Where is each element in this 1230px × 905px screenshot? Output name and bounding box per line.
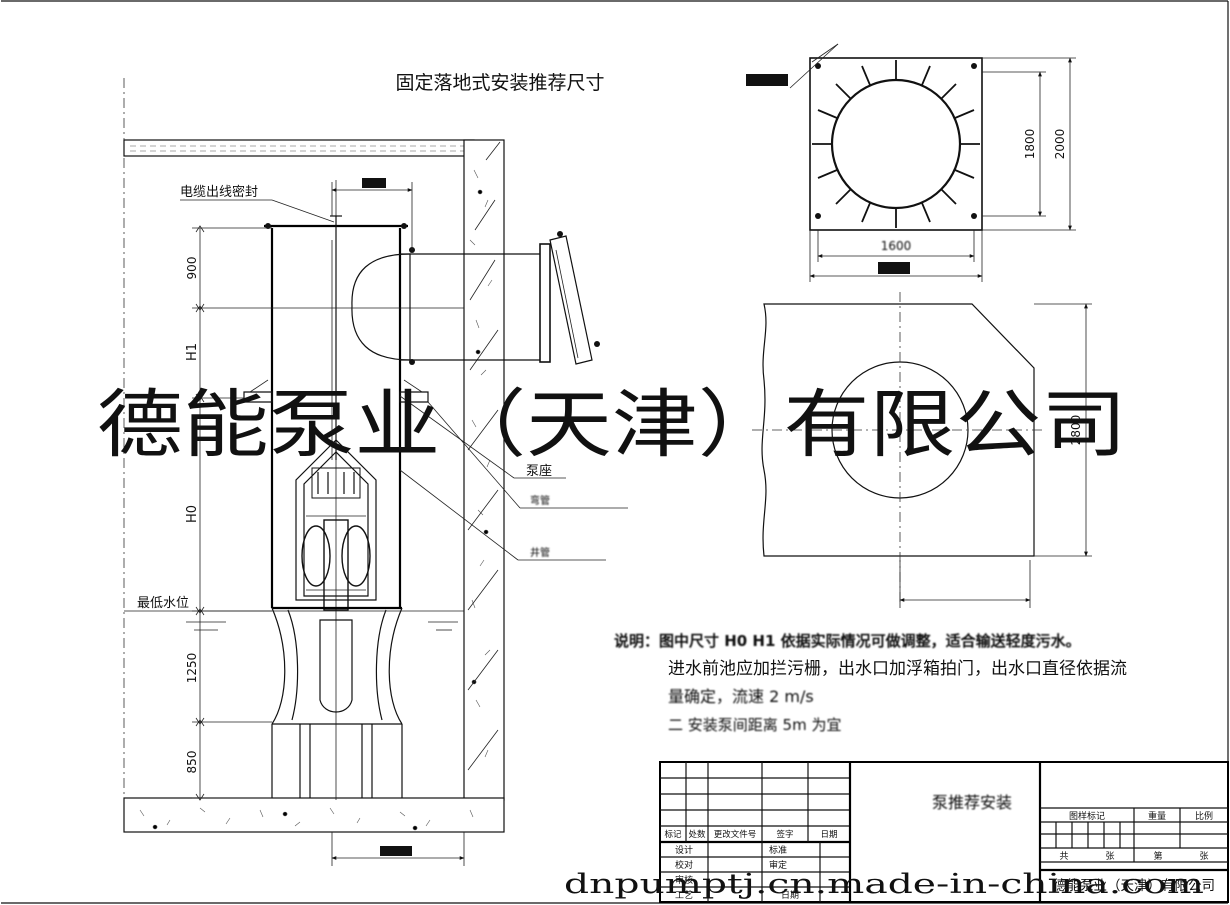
role-process: 审核 (675, 874, 693, 886)
pump-body (295, 439, 377, 611)
company-name: 德能泵业（天津）有限公司 (1053, 878, 1215, 894)
role-design: 设计 (675, 844, 693, 856)
redacted-dim-bottom (380, 846, 412, 856)
title-block: 标记 处数 更改文件号 签字 日期 设计 标准 校对 审定 审核 日期 工艺 泵… (659, 761, 1229, 903)
rev-date: 日期 (820, 830, 837, 840)
redacted-dim-top (362, 178, 386, 188)
notes: 说明：图中尺寸 H0 H1 依据实际情况可做调整，适合输送轻度污水。 进水前池应… (614, 632, 1127, 734)
note-line-1: 说明：图中尺寸 H0 H1 依据实际情况可做调整，适合输送轻度污水。 (614, 632, 1081, 650)
note-line-4: 二 安装泵间距离 5m 为宜 (668, 716, 841, 734)
min-water-label: 最低水位 (137, 596, 189, 611)
pump-base-label: 泵座 (526, 464, 552, 479)
redacted-plan-label (746, 74, 788, 86)
drawing-title: 固定落地式安装推荐尺寸 (395, 72, 604, 94)
note-line-3: 量确定，流速 2 m/s (668, 687, 814, 706)
role-date: 日期 (781, 890, 799, 901)
guide-pipe-label: 井管 (530, 546, 550, 559)
dim-h1: H1 (185, 343, 200, 361)
dim-2800: 2800 (1069, 415, 1083, 446)
watermark: 德能泵业（天津）有限公司 dnpumptj.cn.made-in-china.c… (97, 382, 1204, 900)
rev-count: 处数 (688, 829, 706, 840)
top-plan-view: 1800 2000 1600 (746, 43, 1076, 282)
dim-h0: H0 (185, 505, 200, 523)
sheet-no-label: 第 (1153, 850, 1162, 862)
total-unit: 张 (1105, 851, 1114, 862)
role-check: 校对 (675, 859, 693, 871)
stage-mark-label: 图样标记 (1069, 810, 1105, 822)
rev-doc: 更改文件号 (714, 829, 757, 840)
scale-label: 比例 (1195, 810, 1213, 822)
dim-1800: 1800 (1023, 129, 1037, 160)
total-label: 共 (1059, 851, 1068, 862)
sheet-no-unit: 张 (1199, 851, 1208, 862)
rev-sign: 签字 (776, 829, 793, 840)
dim-1250: 1250 (185, 653, 199, 684)
note-line-2: 进水前池应加拦污栅，出水口加浮箱拍门，出水口直径依据流 (668, 659, 1127, 679)
watermark-company: 德能泵业（天津）有限公司 (97, 382, 1127, 468)
elevation-view: 最低水位 900 H1 H0 1250 850 电缆出线密封 泵座 (123, 78, 628, 866)
cable-seal-label: 电缆出线密封 (180, 184, 258, 200)
drawing-name: 泵推荐安装 (932, 793, 1012, 812)
role-craft: 工艺 (675, 890, 693, 901)
dim-1600: 1600 (881, 239, 912, 253)
dim-900: 900 (185, 257, 199, 280)
role-review: 审定 (769, 859, 787, 871)
role-standard: 标准 (769, 844, 787, 856)
watermark-site: dnpumptj.cn.made-in-china.com (564, 869, 1204, 900)
dim-850: 850 (185, 751, 199, 774)
outlet-label: 弯管 (530, 494, 550, 507)
sump-plan-view: 2800 (752, 292, 1092, 608)
redacted-plan-dim (878, 262, 910, 274)
rev-mark: 标记 (664, 829, 682, 840)
weight-label: 重量 (1148, 810, 1166, 822)
dim-2000: 2000 (1053, 129, 1067, 160)
